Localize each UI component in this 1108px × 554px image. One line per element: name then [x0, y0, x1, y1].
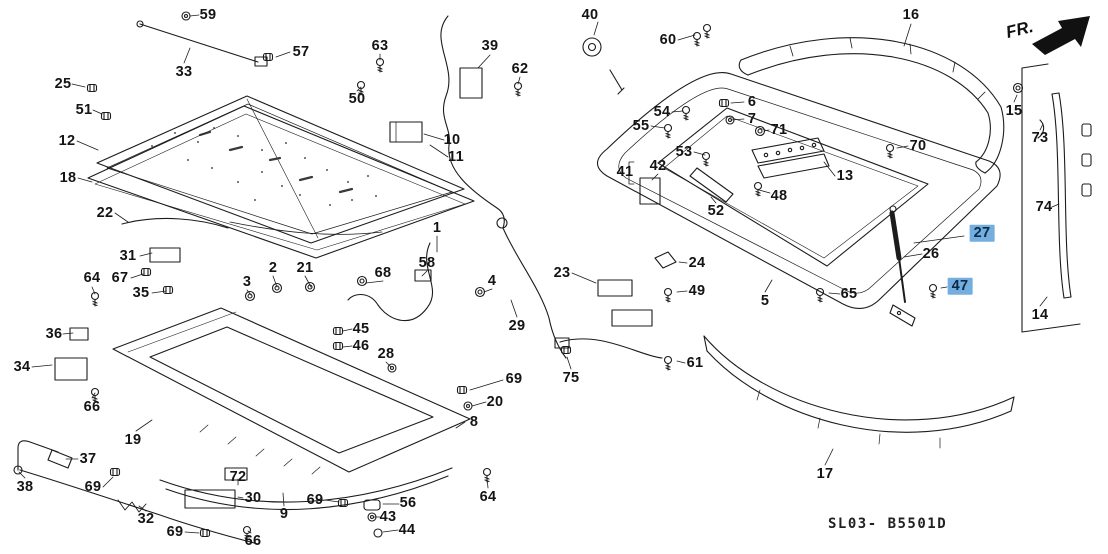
part-label-12[interactable]: 12 — [58, 132, 76, 149]
part-label-45[interactable]: 45 — [352, 320, 370, 337]
part-label-61[interactable]: 61 — [686, 354, 704, 371]
side-rail-drawing — [1021, 63, 1092, 333]
part-label-6[interactable]: 6 — [747, 93, 757, 110]
part-label-25[interactable]: 25 — [54, 75, 72, 92]
part-label-49[interactable]: 49 — [688, 282, 706, 299]
part-label-10[interactable]: 10 — [443, 131, 461, 148]
part-label-68[interactable]: 68 — [374, 264, 392, 281]
part-label-50[interactable]: 50 — [348, 90, 366, 107]
part-label-22[interactable]: 22 — [96, 204, 114, 221]
part-label-44[interactable]: 44 — [398, 521, 416, 538]
part-label-65[interactable]: 65 — [840, 285, 858, 302]
part-label-28[interactable]: 28 — [377, 345, 395, 362]
part-label-55[interactable]: 55 — [632, 117, 650, 134]
part-label-30[interactable]: 30 — [244, 489, 262, 506]
frame-drawing — [112, 307, 471, 510]
part-label-8[interactable]: 8 — [469, 413, 479, 430]
part-label-33[interactable]: 33 — [175, 63, 193, 80]
rear-seal-drawing — [738, 37, 1005, 174]
part-label-69-4[interactable]: 69 — [306, 491, 324, 508]
part-label-48[interactable]: 48 — [770, 187, 788, 204]
part-label-56[interactable]: 56 — [399, 494, 417, 511]
part-label-73[interactable]: 73 — [1031, 129, 1049, 146]
part-label-29[interactable]: 29 — [508, 317, 526, 334]
part-label-35[interactable]: 35 — [132, 284, 150, 301]
part-label-40[interactable]: 40 — [581, 6, 599, 23]
part-label-11[interactable]: 11 — [448, 148, 464, 165]
part-label-57[interactable]: 57 — [292, 43, 310, 60]
strut-drawing — [889, 205, 916, 327]
part-label-23[interactable]: 23 — [553, 264, 571, 281]
part-label-69[interactable]: 69 — [84, 478, 102, 495]
part-label-3[interactable]: 3 — [242, 273, 252, 290]
part-label-2[interactable]: 2 — [268, 259, 278, 276]
part-label-43[interactable]: 43 — [379, 508, 397, 525]
part-label-47[interactable]: 47 — [947, 277, 973, 295]
part-label-58[interactable]: 58 — [418, 254, 436, 271]
part-label-17[interactable]: 17 — [816, 465, 834, 482]
part-label-59[interactable]: 59 — [199, 6, 217, 23]
part-label-53[interactable]: 53 — [675, 143, 693, 160]
part-label-62[interactable]: 62 — [511, 60, 529, 77]
part-label-54[interactable]: 54 — [653, 103, 671, 120]
part-label-13[interactable]: 13 — [836, 167, 854, 184]
diagram-code: SL03- B5501D — [828, 516, 948, 532]
part-label-64-2[interactable]: 64 — [479, 488, 497, 505]
part-label-70[interactable]: 70 — [909, 137, 927, 154]
part-label-24[interactable]: 24 — [688, 254, 706, 271]
part-label-20[interactable]: 20 — [486, 393, 504, 410]
part-label-66[interactable]: 66 — [83, 398, 101, 415]
part-label-5[interactable]: 5 — [760, 292, 770, 309]
part-label-67[interactable]: 67 — [111, 269, 129, 286]
part-label-64[interactable]: 64 — [83, 269, 101, 286]
part-label-38[interactable]: 38 — [16, 478, 34, 495]
part-label-69-3[interactable]: 69 — [505, 370, 523, 387]
part-label-63[interactable]: 63 — [371, 37, 389, 54]
part-label-69-2[interactable]: 69 — [166, 523, 184, 540]
part-label-74[interactable]: 74 — [1035, 198, 1053, 215]
part-label-36[interactable]: 36 — [45, 325, 63, 342]
part-label-18[interactable]: 18 — [59, 169, 77, 186]
fr-arrow-icon — [1032, 16, 1090, 55]
part-label-9[interactable]: 9 — [279, 505, 289, 522]
glass-seal-drawing — [87, 105, 475, 259]
part-label-39[interactable]: 39 — [481, 37, 499, 54]
part-label-72[interactable]: 72 — [229, 468, 247, 485]
part-label-15[interactable]: 15 — [1005, 102, 1023, 119]
part-label-16[interactable]: 16 — [902, 6, 920, 23]
part-label-7[interactable]: 7 — [747, 110, 757, 127]
part-label-42[interactable]: 42 — [649, 157, 667, 174]
part-label-60[interactable]: 60 — [659, 31, 677, 48]
part-label-21[interactable]: 21 — [296, 259, 314, 276]
leader-lines — [18, 14, 1060, 534]
part-label-34[interactable]: 34 — [13, 358, 31, 375]
part-label-1[interactable]: 1 — [432, 219, 442, 236]
drain-channel-drawing — [703, 335, 1015, 449]
part-label-46[interactable]: 46 — [352, 337, 370, 354]
part-label-19[interactable]: 19 — [124, 431, 142, 448]
part-label-52[interactable]: 52 — [707, 202, 725, 219]
part-label-71[interactable]: 71 — [770, 121, 788, 138]
part-label-14[interactable]: 14 — [1031, 306, 1049, 323]
small-parts-drawing — [13, 37, 830, 538]
part-label-32[interactable]: 32 — [137, 510, 155, 527]
roof-panel-drawing — [596, 72, 1001, 310]
cables-drawing — [17, 15, 663, 545]
part-label-26[interactable]: 26 — [922, 245, 940, 262]
part-label-27[interactable]: 27 — [969, 224, 995, 242]
part-label-31[interactable]: 31 — [119, 247, 137, 264]
part-label-75[interactable]: 75 — [562, 369, 580, 386]
part-label-4[interactable]: 4 — [487, 272, 497, 289]
part-label-37[interactable]: 37 — [79, 450, 97, 467]
part-label-41[interactable]: 41 — [616, 163, 634, 180]
part-label-51[interactable]: 51 — [75, 101, 93, 118]
part-label-66-2[interactable]: 66 — [244, 532, 262, 549]
